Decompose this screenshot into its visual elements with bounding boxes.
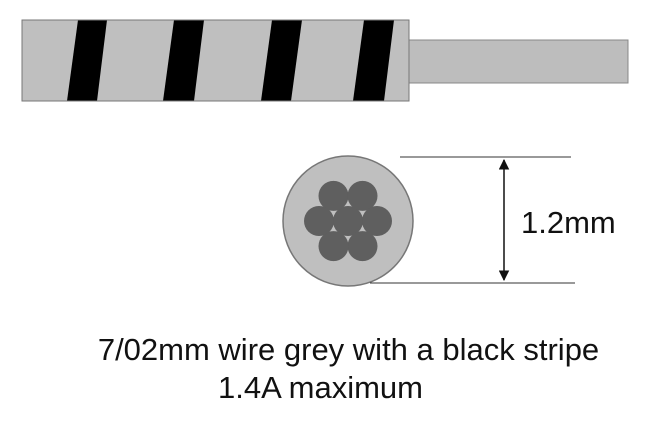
exposed-conductor [408,39,629,84]
wire-cross-section [282,155,414,287]
conductor-strand [333,206,363,236]
conductor-strand [347,180,378,211]
diameter-dimension: 1.2mm [370,156,616,284]
insulation-outline [21,19,410,102]
conductor-strands [304,180,392,262]
wire-side-view [21,19,629,102]
caption-wire-description: 7/02mm wire grey with a black stripe [97,332,600,367]
black-stripe [353,20,394,101]
black-stripe [261,20,302,101]
caption-current-rating: 1.4A maximum [217,370,423,405]
conductor-strand [304,206,334,236]
black-stripe [67,20,107,101]
conductor-strand [318,180,349,211]
conductor-strand [318,231,349,262]
dimension-label: 1.2mm [521,205,616,240]
black-stripe [163,20,204,101]
stripe-group [67,20,394,101]
conductor-strand [362,206,392,236]
conductor-strand [347,231,378,262]
